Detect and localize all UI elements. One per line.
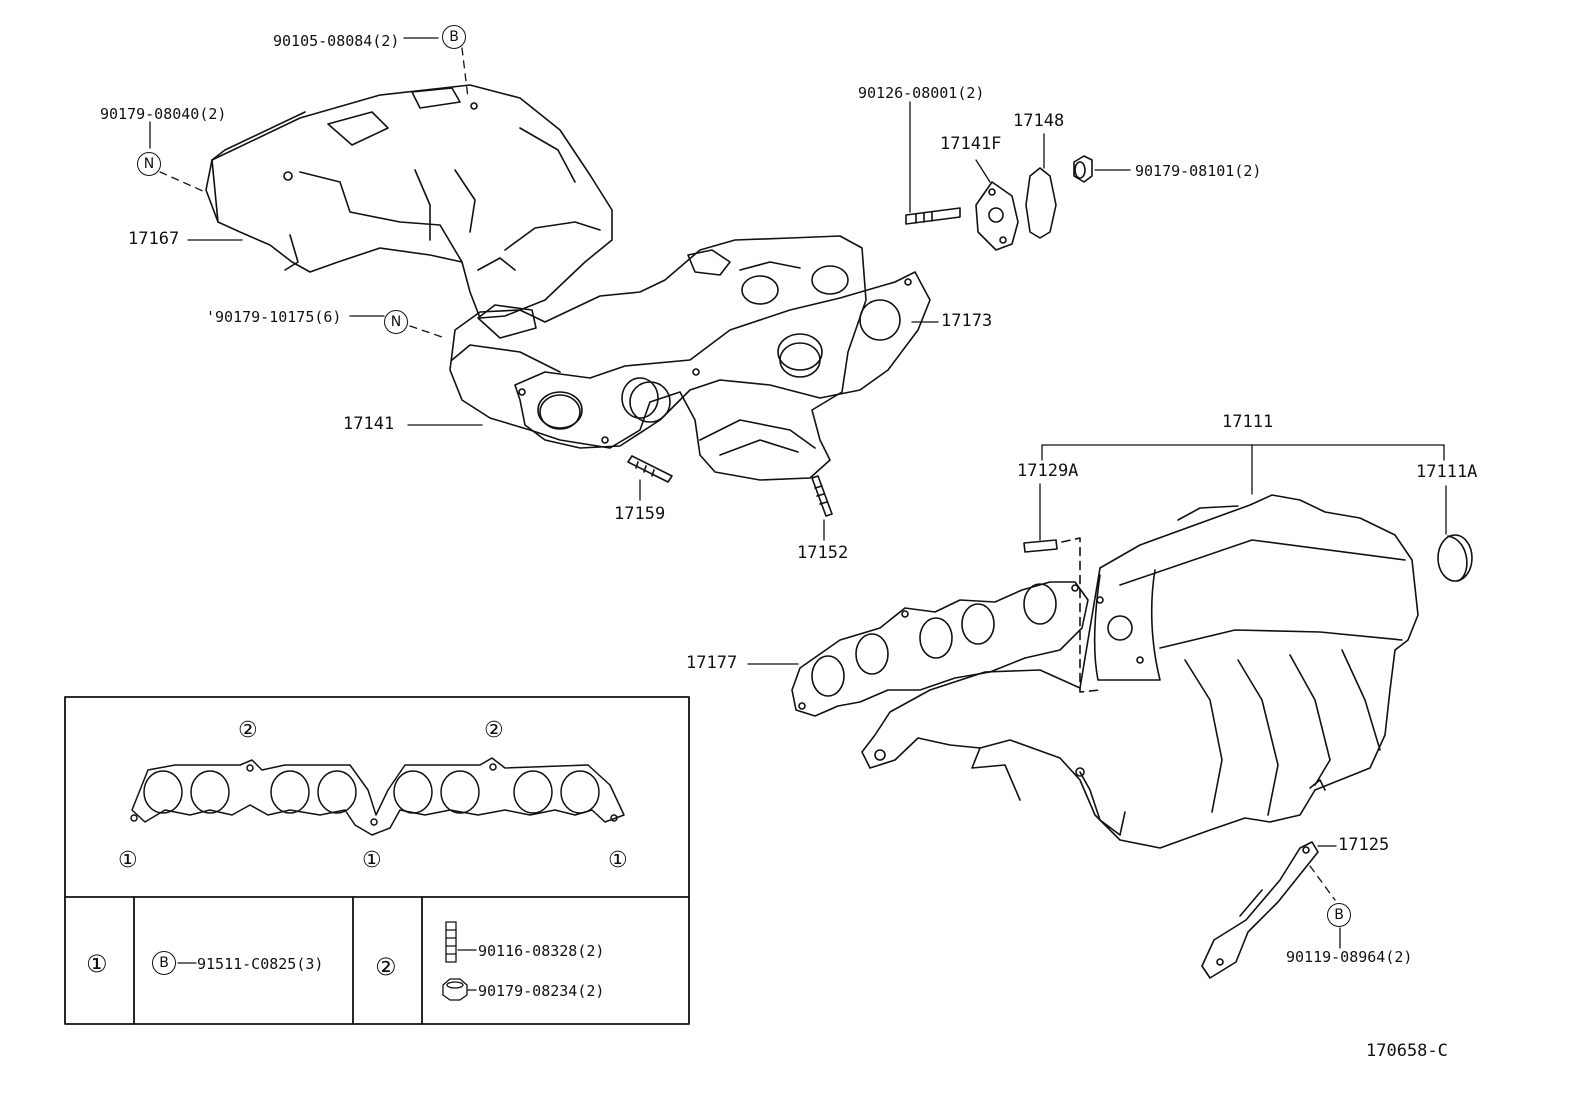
label-17159: 17159 [614, 504, 666, 524]
stud-90126-08001 [905, 207, 961, 225]
marker-n-left: N [137, 152, 161, 176]
label-17167: 17167 [128, 229, 180, 249]
legend-stud-icon [445, 921, 477, 963]
label-17125: 17125 [1338, 835, 1390, 855]
legend-marker-2-right: ② [484, 718, 504, 743]
label-17141F: 17141F [940, 134, 1002, 154]
stud-17159 [627, 455, 673, 483]
label-17111: 17111 [1222, 412, 1274, 432]
legend-box [64, 696, 690, 1025]
pin-17129A [1023, 539, 1058, 553]
label-17173: 17173 [941, 311, 993, 331]
exhaust-gasket-17173 [514, 271, 931, 449]
legend-marker-1-right: ① [608, 848, 628, 873]
intake-manifold-17111 [861, 494, 1419, 849]
flange-gasket-17141F [975, 181, 1019, 251]
label-17111A: 17111A [1416, 462, 1478, 482]
cover-plate-17148 [1025, 167, 1057, 239]
nut-90179-08101 [1073, 155, 1093, 183]
figure-code: 170658-C [1366, 1041, 1448, 1061]
marker-b-top: B [442, 25, 466, 49]
label-90179-10175: '90179-10175(6) [206, 308, 342, 326]
label-90179-08234: 90179-08234(2) [478, 982, 605, 1000]
label-90179-08101: 90179-08101(2) [1135, 162, 1262, 180]
leader-lines [149, 37, 1447, 949]
legend-marker-1-center: ① [362, 848, 382, 873]
legend-key-1: ① [86, 950, 108, 978]
label-90179-08040: 90179-08040(2) [100, 105, 227, 123]
label-90116-08328: 90116-08328(2) [478, 942, 605, 960]
plug-17111A [1437, 534, 1473, 582]
legend-marker-2-left: ② [238, 718, 258, 743]
marker-n-middle: N [384, 310, 408, 334]
label-17129A: 17129A [1017, 461, 1079, 481]
legend-gasket-drawing [130, 757, 625, 836]
marker-b-right: B [1327, 903, 1351, 927]
heat-insulator-17167 [205, 84, 613, 319]
label-17152: 17152 [797, 543, 849, 563]
legend-nut-icon [442, 978, 477, 1001]
exhaust-manifold-17141 [449, 235, 867, 481]
label-90105-08084: 90105-08084(2) [273, 32, 400, 50]
dashed-guide-17129A [1061, 537, 1101, 693]
stay-17125 [1201, 841, 1319, 979]
label-17148: 17148 [1013, 111, 1065, 131]
label-90126-08001: 90126-08001(2) [858, 84, 985, 102]
label-91511-c0825: 91511-C0825(3) [197, 955, 324, 973]
stud-17152 [811, 475, 833, 517]
label-90119-08964: 90119-08964(2) [1286, 948, 1413, 966]
label-17141: 17141 [343, 414, 395, 434]
legend-key-2: ② [375, 953, 397, 981]
intake-gasket-17177 [791, 581, 1089, 717]
legend-marker-1-left: ① [118, 848, 138, 873]
legend-marker-b: B [152, 951, 176, 975]
label-17177: 17177 [686, 653, 738, 673]
